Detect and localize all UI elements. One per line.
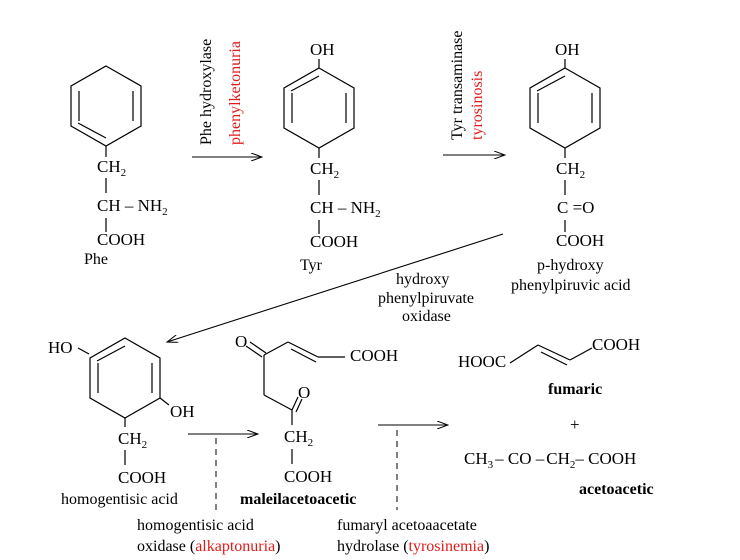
maleyl-o2: O — [298, 383, 310, 402]
maleylacetoacetic-label: maleilacetoacetic — [240, 491, 356, 508]
tyr-transaminase-label: Tyr transaminase — [449, 30, 466, 140]
homogentisic-oh: OH — [170, 402, 195, 421]
tyr-cooh: COOH — [310, 232, 358, 251]
tyrosinemia-label: tyrosinemia — [409, 538, 485, 555]
homogentisic-ch2: CH2 — [118, 429, 147, 451]
tyr-label: Tyr — [300, 257, 323, 274]
homogentisic-cooh: COOH — [118, 468, 166, 487]
hppd-label-line2: phenylpiruvate — [378, 290, 474, 307]
phe-hydroxylase-label: Phe hydroxylase — [198, 39, 215, 145]
homogentisic-structure: HO OH CH2 COOH homogentisic acid — [48, 337, 195, 508]
fumaric-label: fumaric — [548, 381, 602, 398]
phe-ch-nh2: CH – NH2 — [97, 196, 168, 218]
hppa-oh: OH — [555, 40, 580, 59]
fumaric-structure: HOOC COOH fumaric — [458, 335, 640, 398]
hgo-label-line2: oxidase (alkaptonuria) — [137, 538, 281, 555]
phenylketonuria-label: phenylketonuria — [227, 41, 244, 145]
phe-benzene-ring — [70, 65, 142, 147]
tyr-ch2: CH2 — [310, 159, 339, 181]
hgo-label-line1: homogentisic acid — [137, 517, 254, 534]
hppd-label-line3: oxidase — [402, 308, 451, 325]
phe-cooh: COOH — [97, 230, 145, 249]
fah-step: fumaryl acetoaacetate hydrolase (tyrosin… — [337, 425, 489, 555]
arrow-hppa-to-homogentisic — [167, 233, 504, 342]
tyrosinosis-label: tyrosinosis — [469, 71, 486, 140]
acetoacetic-label: acetoacetic — [579, 481, 654, 498]
acetoacetic-formula: CH3– CO –CH2– COOH — [464, 449, 636, 471]
homogentisic-ho: HO — [48, 338, 73, 357]
fah-label-line2: hydrolase (tyrosinemia) — [337, 538, 489, 555]
hppa-keto: C =O — [557, 198, 594, 217]
alkaptonuria-label: alkaptonuria — [195, 538, 275, 555]
plus-sign: + — [570, 415, 580, 434]
phe-hydroxylase-step: Phe hydroxylase phenylketonuria — [192, 39, 262, 157]
maleyl-cooh-top: COOH — [350, 346, 398, 365]
maleylacetoacetic-structure: O COOH O CH2 COOH maleilacetoacetic — [235, 332, 398, 508]
phe-structure: CH2 CH – NH2 COOH Phe — [70, 65, 168, 268]
tyr-structure: OH CH2 CH – NH2 COOH Tyr — [283, 40, 381, 274]
hppa-structure: OH CH2 C =O COOH p-hydroxy phenylpiruvic… — [511, 40, 631, 294]
hppd-label-line1: hydroxy — [396, 271, 449, 288]
hppa-cooh: COOH — [556, 231, 604, 250]
hppa-benzene-ring — [529, 67, 601, 149]
homogentisic-benzene-ring — [89, 337, 161, 419]
hppd-step: hydroxy phenylpiruvate oxidase — [167, 233, 504, 342]
tyr-oh: OH — [310, 40, 335, 59]
tyr-transaminase-step: Tyr transaminase tyrosinosis — [443, 30, 505, 155]
phe-ch2: CH2 — [97, 157, 126, 179]
acetoacetic-structure: CH3– CO –CH2– COOH acetoacetic — [464, 449, 654, 498]
maleyl-ch2: CH2 — [284, 427, 313, 449]
hgo-step: homogentisic acid oxidase (alkaptonuria) — [137, 434, 281, 555]
hppa-label-line1: p-hydroxy — [537, 257, 604, 274]
fumaric-cooh: COOH — [592, 335, 640, 354]
tyr-ch-nh2: CH – NH2 — [310, 198, 381, 220]
hppa-label-line2: phenylpiruvic acid — [511, 277, 631, 294]
maleyl-cooh: COOH — [284, 467, 332, 486]
hppa-ch2: CH2 — [556, 159, 585, 181]
phe-label: Phe — [84, 251, 108, 268]
tyr-benzene-ring — [283, 67, 355, 149]
fah-label-line1: fumaryl acetoaacetate — [337, 517, 477, 534]
maleyl-o1: O — [235, 332, 247, 351]
homogentisic-label: homogentisic acid — [61, 491, 178, 508]
fumaric-hooc: HOOC — [458, 352, 506, 371]
